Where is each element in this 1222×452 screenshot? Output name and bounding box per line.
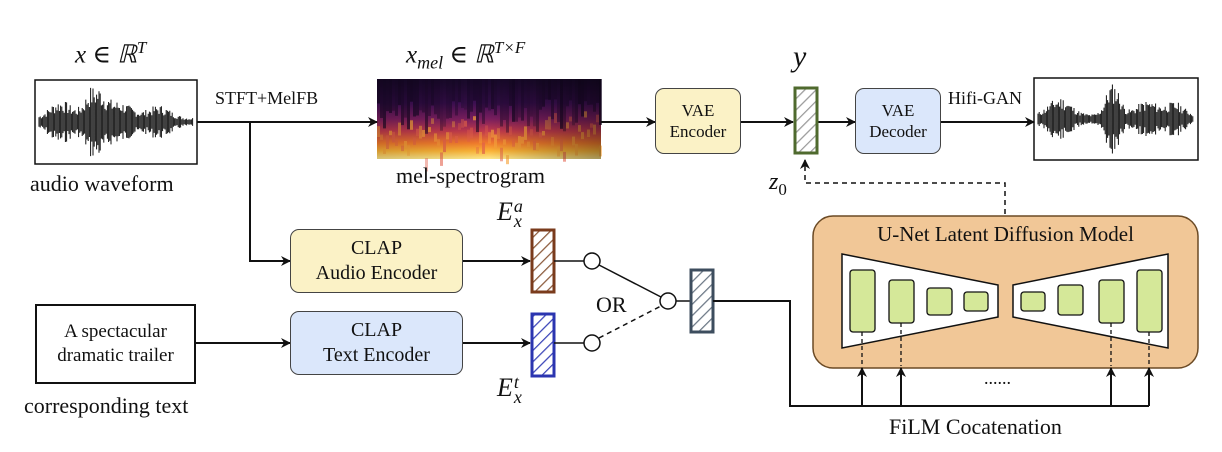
mel-spectrogram-image (377, 79, 602, 172)
switch-lever-solid (598, 264, 662, 298)
or-label: OR (596, 292, 627, 317)
unet-block-enc-2 (888, 279, 915, 324)
switch-lever-dashed (598, 305, 662, 339)
clap-audio-line-1: CLAP (350, 237, 403, 259)
vae-decoder-line-1: VAE (881, 100, 915, 120)
ellipsis-label: ...... (984, 368, 1011, 388)
unet-block-enc-4 (963, 291, 989, 312)
unet-block-dec-3 (1098, 279, 1125, 324)
clap-text-line-1: CLAP (350, 319, 403, 341)
prompt-line-1: A spectacular (64, 321, 167, 343)
unet-block-enc-1 (849, 269, 876, 333)
clap-text-line-2: Text Encoder (323, 344, 430, 366)
unet-dashed-links (861, 323, 1150, 366)
audio-waveform-label: audio waveform (30, 171, 174, 196)
z0-dashed-arrow (800, 159, 1006, 214)
mel-spectrogram-label: mel-spectrogram (396, 163, 546, 188)
vae-encoder-line-1: VAE (681, 100, 715, 120)
unet-title: U-Net Latent Diffusion Model (877, 222, 1134, 246)
unet-block-dec-4 (1136, 269, 1163, 333)
vae-encoder-box: VAE Encoder (655, 88, 741, 154)
vae-decoder-line-2: Decoder (869, 122, 927, 141)
unet-encoder-trapezoid (841, 253, 999, 349)
switch-output-contact (659, 292, 677, 310)
xmel-formula: xmel ∈ ℝT×F (406, 38, 526, 73)
clap-audio-encoder-box: CLAP Audio Encoder (290, 229, 463, 293)
conditioning-line (713, 300, 1149, 407)
unet-block-enc-3 (926, 287, 953, 316)
unet-block-dec-2 (1057, 284, 1084, 316)
hifigan-label: Hifi-GAN (948, 88, 1022, 108)
stft-label: STFT+MelFB (215, 88, 319, 108)
audio-branch-arrow (249, 122, 291, 266)
unet-decoder-trapezoid (1012, 253, 1169, 349)
output-waveform (1037, 84, 1194, 154)
text-embedding-block (530, 312, 556, 378)
x-formula: x ∈ ℝT (75, 38, 147, 69)
latent-y-label: y (793, 40, 807, 73)
prompt-line-2: dramatic trailer (57, 345, 174, 366)
clap-text-encoder-box: CLAP Text Encoder (290, 311, 463, 375)
clap-audio-line-2: Audio Encoder (315, 262, 438, 284)
switch-audio-contact (583, 252, 601, 270)
latent-y-block (793, 86, 819, 155)
vae-decoder-box: VAE Decoder (855, 88, 941, 154)
unet-block-dec-1 (1020, 291, 1046, 312)
z0-label: z0 (769, 169, 787, 199)
input-waveform (38, 87, 194, 157)
vae-encoder-line-2: Encoder (669, 122, 727, 141)
text-prompt-box: A spectacular dramatic trailer (35, 304, 196, 384)
selected-embedding-block (689, 268, 715, 334)
switch-text-contact (583, 334, 601, 352)
film-arrows (857, 367, 1154, 406)
corresponding-text-label: corresponding text (24, 393, 189, 418)
audio-embedding-block (530, 228, 556, 294)
film-label: FiLM Cocatenation (889, 414, 1062, 439)
